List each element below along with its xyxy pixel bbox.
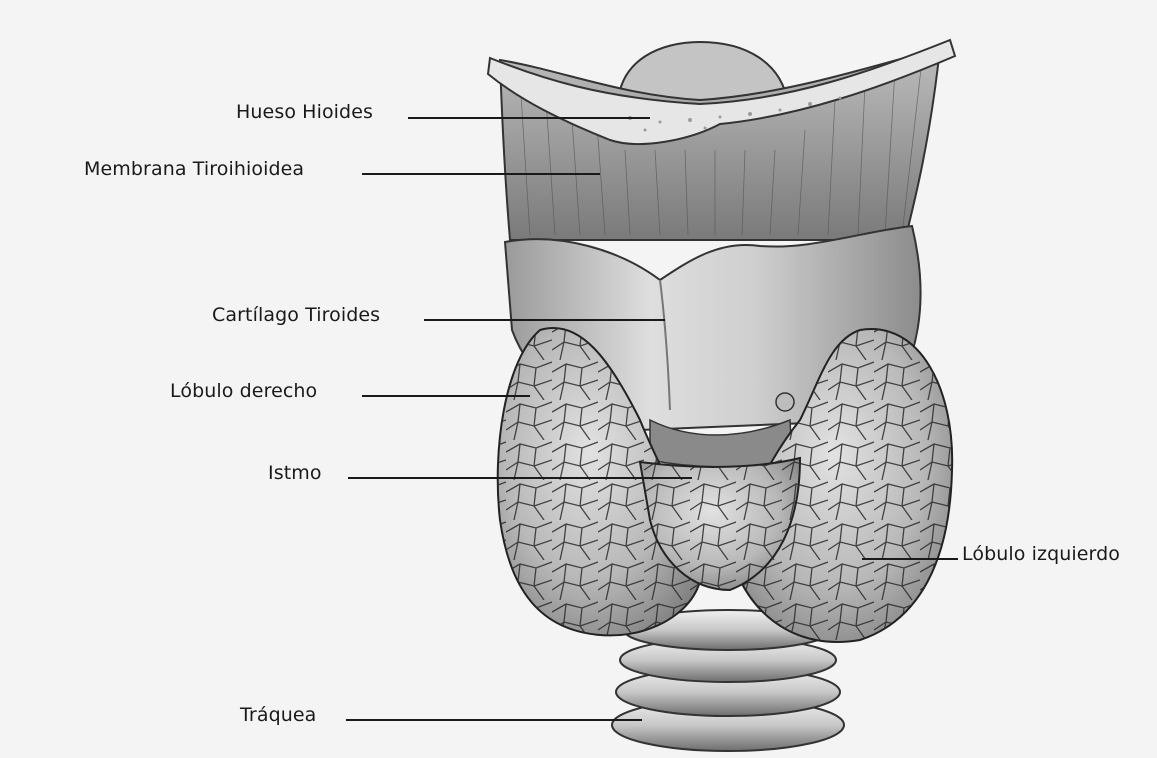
label-istmo: Istmo (268, 464, 322, 483)
label-lobulo-derecho: Lóbulo derecho (170, 382, 317, 401)
label-membrana-tiroihioidea: Membrana Tiroihioidea (84, 160, 304, 179)
nodule (776, 393, 794, 411)
label-traquea: Tráquea (240, 706, 316, 725)
label-lobulo-izquierdo: Lóbulo izquierdo (962, 545, 1120, 564)
label-hueso-hioides: Hueso Hioides (236, 103, 373, 122)
label-cartilago-tiroides: Cartílago Tiroides (212, 306, 380, 325)
